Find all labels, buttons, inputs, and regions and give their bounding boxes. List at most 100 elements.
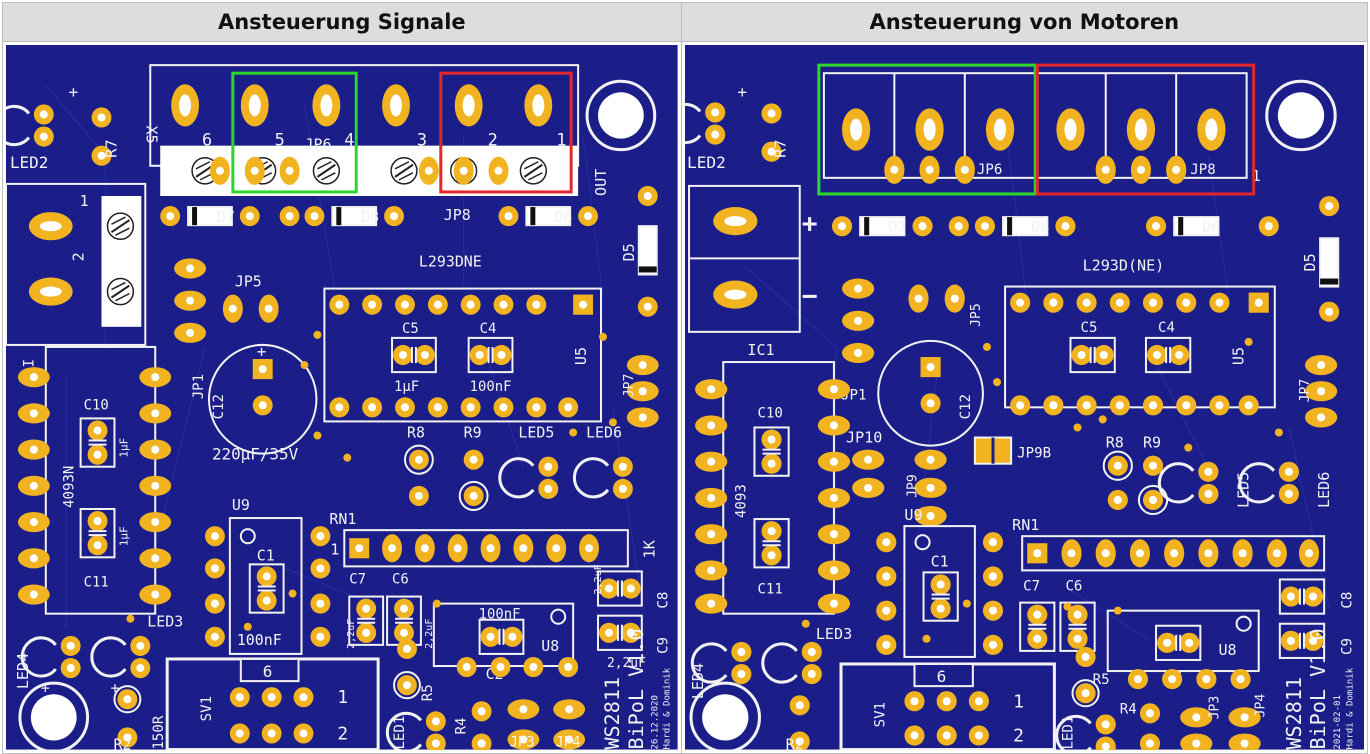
label-ic1: IC1: [747, 341, 774, 359]
label-authors: Hardi & Dominik: [1345, 667, 1355, 749]
svg-text:2: 2: [70, 252, 88, 261]
label-c11: C11: [84, 574, 109, 590]
u9-outline: [903, 525, 976, 658]
label-u5: U5: [572, 347, 590, 365]
highlight-red-jp8: [439, 71, 573, 194]
label-jp9b: JP9B: [1017, 446, 1051, 462]
rn1-outline: [1020, 535, 1325, 572]
svg-text:+: +: [41, 679, 50, 697]
label-board: WS2811: [1282, 677, 1306, 750]
label-c6-val: 2,2uF: [424, 619, 435, 649]
label-rn1: RN1: [1012, 516, 1039, 534]
label-led6: LED6: [586, 423, 622, 441]
label-c11: C11: [757, 582, 782, 598]
label-sv1: SV1: [872, 702, 888, 727]
svg-text:+: +: [737, 82, 747, 101]
pcb-motors-image: R7 LED2 + JP6 JP8 1: [684, 45, 1364, 750]
label-r2: R2: [785, 736, 803, 750]
label-sv1-6: 6: [936, 667, 946, 686]
label-d5: D5: [620, 243, 638, 261]
label-c6: C6: [392, 571, 409, 587]
label-jp9: JP9: [905, 474, 920, 498]
label-pin4: 4: [344, 131, 354, 151]
label-c8-val: 2,2uF: [593, 564, 604, 594]
label-d6: D6: [1202, 218, 1220, 236]
u5-outline: [323, 287, 602, 423]
pcb-signals-image: R7 X5 LED2 + 6 5 4 3 2 1 JP6 JP: [6, 45, 678, 750]
label-c9: C9: [1339, 638, 1355, 655]
label-c12: C12: [957, 394, 973, 419]
highlight-red-jp8: [1035, 63, 1255, 196]
label-c5: C5: [1080, 320, 1097, 336]
label-l293: L293DNE: [419, 252, 482, 270]
label-d6: D6: [554, 208, 572, 226]
label-c7: C7: [349, 571, 366, 587]
label-c6: C6: [1065, 579, 1082, 595]
label-jp5: JP5: [969, 303, 984, 327]
label-u5: U5: [1229, 347, 1247, 365]
label-pin1: 1: [556, 131, 566, 151]
label-c11-val: 1µF: [117, 526, 130, 546]
cell-left: R7 X5 LED2 + 6 5 4 3 2 1 JP6 JP: [2, 41, 682, 754]
label-d8: D8: [361, 208, 379, 226]
label-out: OUT: [592, 169, 610, 196]
u9-outline: [228, 517, 303, 655]
label-sv1-2: 2: [1013, 725, 1024, 746]
label-u8: U8: [541, 637, 559, 655]
label-led5: LED5: [518, 423, 554, 441]
label-sv1: SV1: [199, 696, 215, 721]
highlight-green-jp6: [231, 71, 358, 194]
label-jp4: JP4: [1253, 694, 1268, 718]
label-d7: D7: [888, 218, 906, 236]
label-c2-val: 100nF: [479, 607, 521, 623]
u8-outline: [1106, 609, 1260, 673]
label-led1: LED1: [392, 716, 408, 750]
label-r2-val: 150R: [151, 715, 167, 749]
label-jp5: JP5: [235, 272, 262, 290]
label-r5: R5: [1092, 672, 1109, 688]
label-c12: C12: [211, 394, 227, 419]
label-c4: C4: [480, 321, 497, 337]
label-c8: C8: [1339, 592, 1355, 609]
label-u9: U9: [904, 506, 922, 524]
label-d5: D5: [1301, 253, 1319, 271]
label-r8: R8: [407, 423, 425, 441]
svg-text:1: 1: [80, 192, 89, 210]
label-l293: L293D(NE): [1082, 256, 1164, 274]
label-board: WS2811: [600, 677, 624, 750]
label-rn1: RN1: [329, 510, 356, 528]
label-c5: C5: [402, 321, 419, 337]
label-r4: R4: [1119, 701, 1136, 717]
label-sv1-1: 1: [337, 687, 348, 708]
label-d8: D8: [1031, 218, 1049, 236]
label-sv1-6: 6: [263, 662, 273, 681]
svg-text:+: +: [110, 679, 119, 697]
header-signals: Ansteuerung Signale: [2, 2, 682, 42]
label-led5: LED5: [1234, 472, 1252, 508]
label-c10-val: 1µF: [117, 438, 130, 458]
svg-text:+: +: [257, 342, 267, 361]
label-rn1-pin1: 1: [330, 540, 339, 558]
c12-outline: [876, 339, 984, 447]
header-motors: Ansteuerung von Motoren: [680, 2, 1369, 42]
label-c9-val: 2,2uF: [607, 656, 646, 671]
label-jp6: JP6: [976, 162, 1001, 178]
label-c5-val: 1µF: [394, 379, 419, 395]
label-led2: LED2: [10, 153, 48, 172]
label-4093n: 4093N: [62, 466, 78, 508]
label-led3: LED3: [815, 625, 851, 643]
rn1-outline: [343, 529, 629, 568]
label-c7-val: 2,2uF: [346, 619, 357, 649]
label-d7: D7: [217, 208, 235, 226]
label-4093: 4093: [733, 484, 749, 518]
label-jp7: JP7: [622, 374, 637, 398]
label-u9: U9: [232, 496, 250, 514]
label-jp1: JP1: [191, 374, 207, 399]
label-sv1-2: 2: [337, 723, 348, 744]
label-plus: +: [801, 209, 817, 239]
label-u8: U8: [1218, 641, 1236, 659]
label-led6: LED6: [1315, 472, 1333, 508]
svg-text:+: +: [69, 82, 79, 101]
label-jp7: JP7: [1298, 379, 1313, 403]
label-jp8: JP8: [444, 206, 471, 224]
